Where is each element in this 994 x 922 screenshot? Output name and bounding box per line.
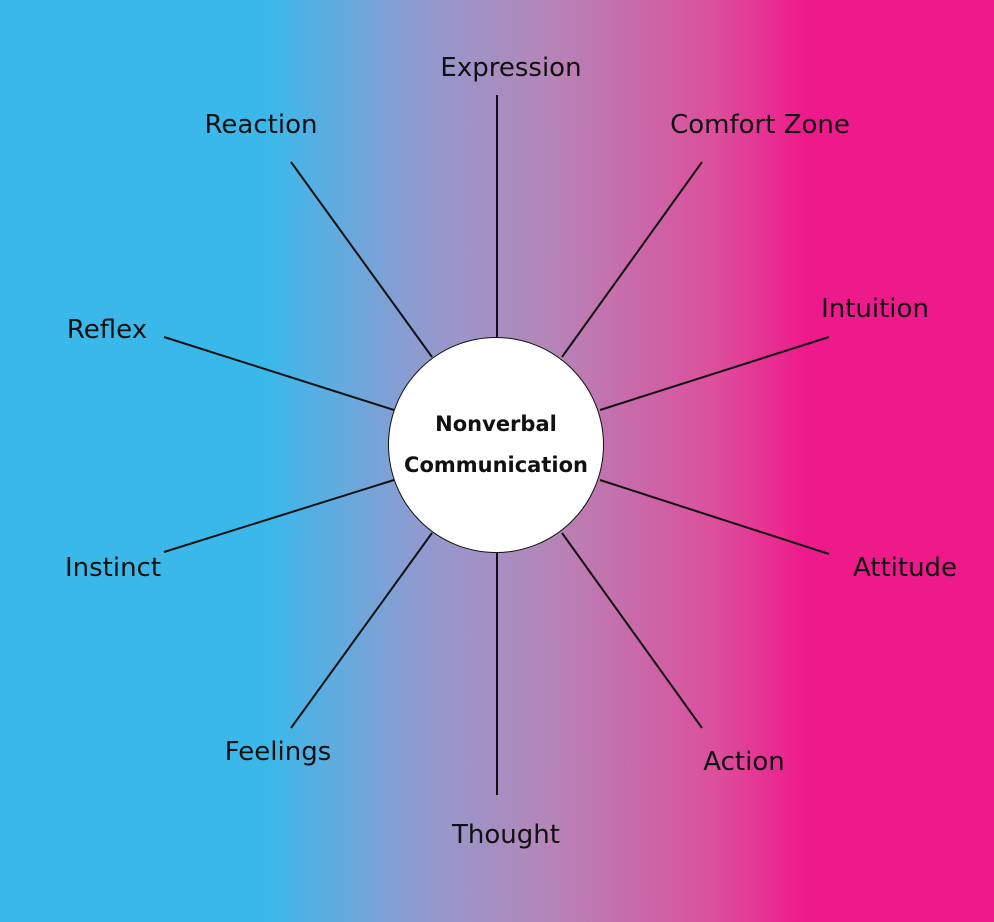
node-expression: Expression: [440, 53, 582, 83]
node-thought: Thought: [452, 820, 560, 850]
center-label-line1: Nonverbal: [435, 412, 557, 436]
node-instinct: Instinct: [64, 553, 162, 583]
line-feelings: [290, 532, 433, 729]
line-intuition: [599, 336, 830, 411]
node-action: Action: [703, 747, 785, 777]
node-comfort-zone: Comfort Zone: [670, 110, 850, 140]
line-reflex: [163, 336, 395, 411]
node-attitude: Attitude: [852, 553, 958, 583]
node-intuition: Intuition: [821, 294, 929, 324]
node-reaction: Reaction: [204, 110, 318, 140]
line-action: [561, 532, 703, 729]
line-reaction: [290, 161, 433, 358]
line-comfort-zone: [561, 161, 703, 358]
node-feelings: Feelings: [224, 737, 332, 767]
center-label-line2: Communication: [404, 453, 588, 477]
line-attitude: [599, 479, 830, 555]
line-instinct: [163, 479, 395, 553]
node-reflex: Reflex: [66, 315, 148, 345]
center-hub: Nonverbal Communication: [388, 337, 604, 553]
